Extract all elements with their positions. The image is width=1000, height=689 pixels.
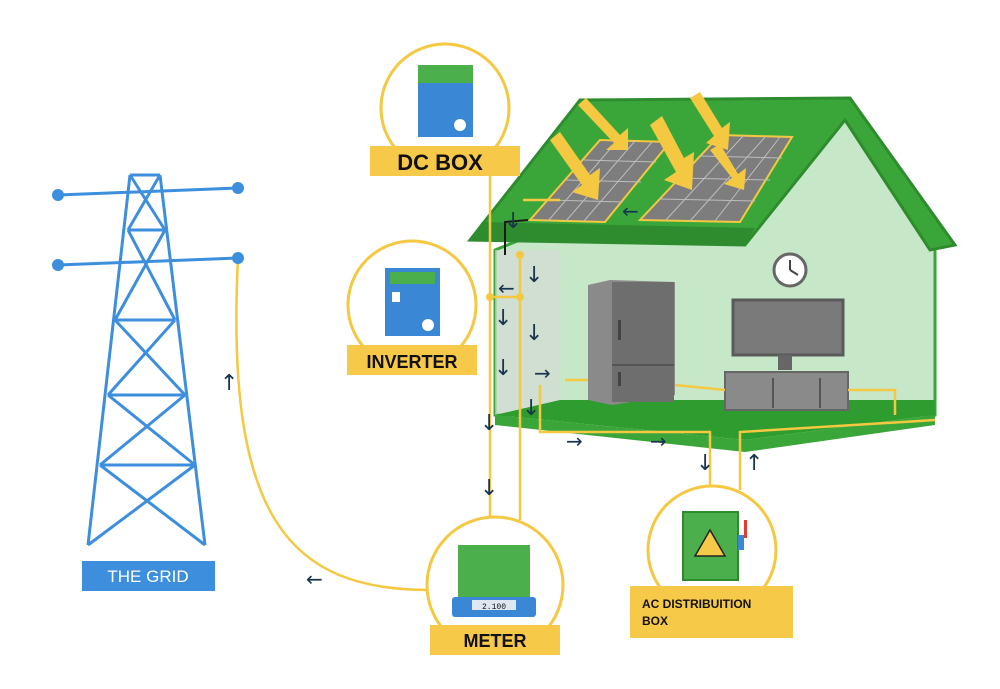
- flow-arrow: ↓: [525, 263, 543, 288]
- dc-wires: [504, 219, 529, 255]
- ac-box-label-line1: AC DISTRIBUITION: [642, 597, 751, 611]
- tv: [731, 298, 845, 370]
- meter-callout: 2.100 METER: [425, 515, 565, 655]
- transmission-tower-icon: [57, 173, 239, 547]
- flow-arrow: →: [650, 429, 667, 453]
- clock-icon: [772, 252, 808, 288]
- flow-arrow: ←: [498, 276, 515, 300]
- ac-box-callout: AC DISTRIBUITION BOX: [630, 484, 793, 638]
- flow-arrow: ↓: [494, 356, 512, 381]
- flow-arrow: ↓: [494, 306, 512, 331]
- flow-arrow: ←: [306, 567, 323, 591]
- flow-arrow: ↓: [480, 411, 498, 436]
- flow-arrow: ↓: [522, 396, 540, 421]
- flow-arrow: ←: [622, 199, 639, 223]
- ac-box-label-line2: BOX: [642, 614, 668, 628]
- inverter-icon: [385, 268, 440, 336]
- grid-label-box: [82, 561, 215, 591]
- dc-box-icon: [418, 65, 473, 137]
- dc-box-label: DC BOX: [397, 150, 483, 175]
- flow-arrow: ↑: [745, 451, 763, 476]
- flow-arrow: ↓: [696, 451, 714, 476]
- meter-label: METER: [464, 631, 527, 651]
- dc-box-callout: DC BOX: [370, 42, 520, 176]
- inverter-callout: INVERTER: [346, 239, 478, 375]
- flow-arrow: ↓: [525, 321, 543, 346]
- fridge: [588, 280, 675, 405]
- tv-stand: [724, 371, 849, 411]
- flow-arrow: ↓: [504, 209, 522, 234]
- flow-arrow: ↑: [220, 371, 238, 396]
- meter-icon: 2.100: [452, 545, 536, 617]
- flow-arrow: ↓: [480, 476, 498, 501]
- meter-readout: 2.100: [482, 603, 506, 612]
- ac-distribution-box-icon: [682, 511, 747, 581]
- flow-arrow: →: [534, 361, 551, 385]
- flow-arrows: ↓ ↓ ↓ ↓ ↓ ↓ ↓ ↓ ↓ ↑ ↑ ← ← ← → → →: [220, 199, 763, 591]
- sunlight-arrows: [550, 92, 746, 200]
- grid-label: THE GRID: [107, 567, 188, 586]
- inverter-label: INVERTER: [366, 352, 457, 372]
- flow-arrow: →: [566, 429, 583, 453]
